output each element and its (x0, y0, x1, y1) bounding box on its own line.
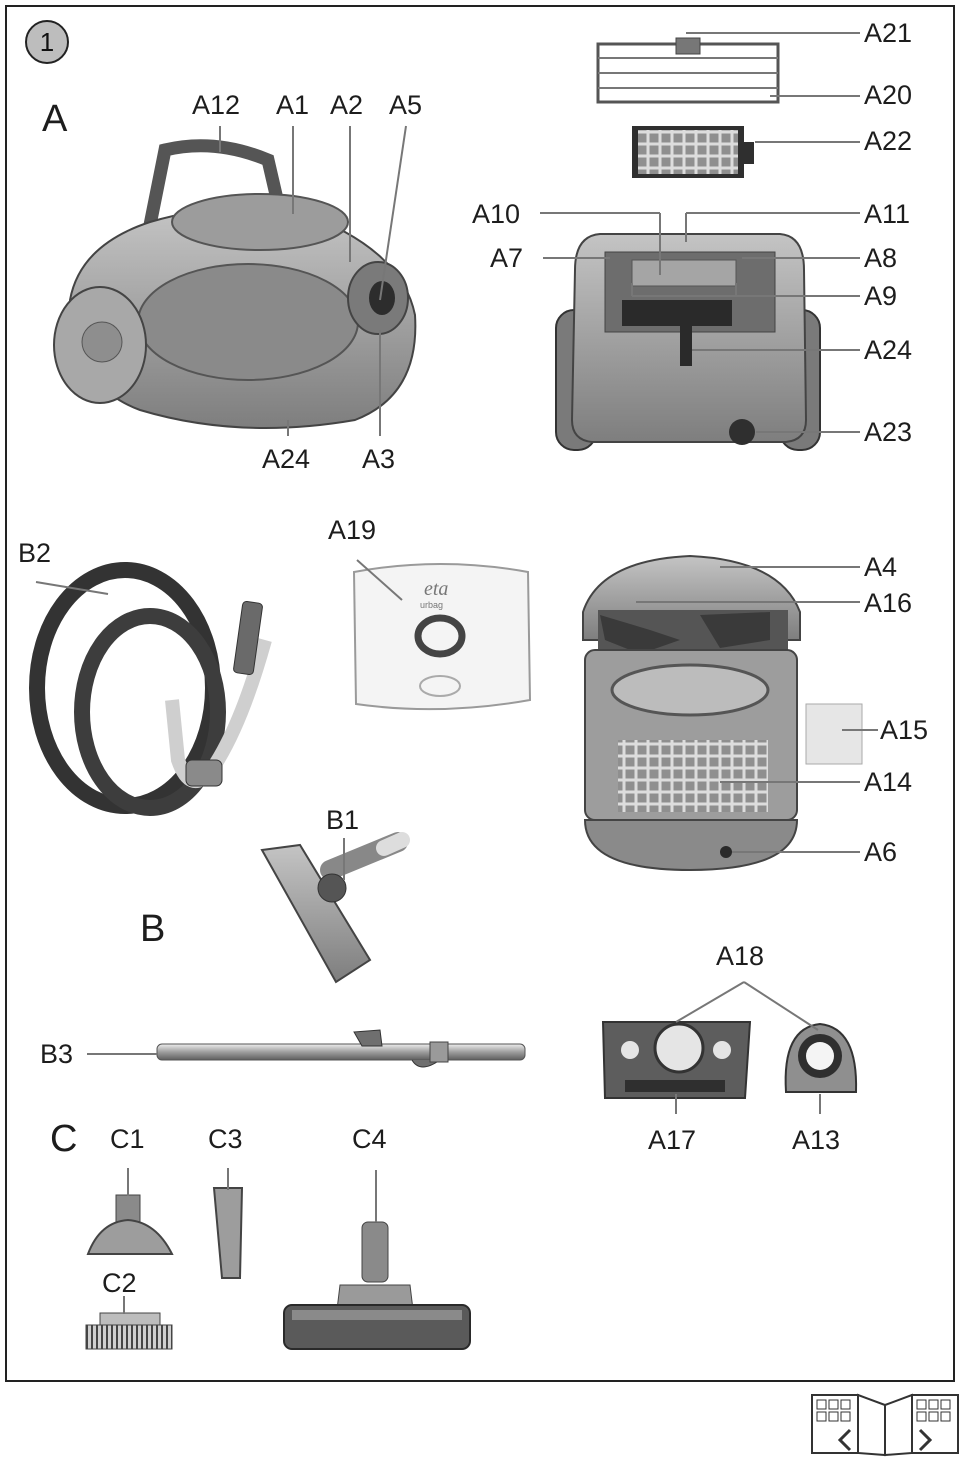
foldout-pages-icon (811, 1393, 959, 1457)
label-a21: A21 (864, 18, 913, 48)
section-b-label: B (140, 908, 166, 950)
label-c4: C4 (352, 1124, 387, 1154)
label-a8: A8 (864, 243, 898, 273)
label-a2: A2 (330, 90, 364, 120)
bag-subbrand: urbag (420, 600, 443, 610)
label-b3: B3 (40, 1039, 74, 1069)
bag-holder-plate (784, 1022, 858, 1093)
label-a4: A4 (864, 552, 898, 582)
label-a9: A9 (864, 281, 898, 311)
label-a16: A16 (864, 588, 913, 618)
bag-brand: eta (424, 578, 448, 600)
floor-nozzle (260, 832, 410, 984)
bag-holder (601, 1021, 752, 1099)
motor-filter-pad (805, 703, 863, 765)
label-a12: A12 (192, 90, 241, 120)
vacuum-cleaner-body (53, 139, 417, 429)
crevice-nozzle (212, 1187, 244, 1279)
label-a13: A13 (792, 1125, 841, 1155)
label-b2: B2 (18, 538, 52, 568)
rear-slot (680, 320, 692, 366)
label-a15: A15 (880, 715, 929, 745)
dust-bag: eta urbag (352, 563, 532, 711)
lid (171, 193, 349, 251)
carry-handle (143, 139, 287, 227)
label-a6: A6 (864, 837, 898, 867)
turbo-brush (283, 1221, 471, 1350)
label-c3: C3 (208, 1124, 243, 1154)
label-a14: A14 (864, 767, 913, 797)
label-a19: A19 (328, 515, 377, 545)
label-b1: B1 (326, 805, 360, 835)
cord-rewind-knob (729, 419, 755, 445)
label-a17: A17 (648, 1125, 697, 1155)
label-a24-left: A24 (262, 444, 311, 474)
label-a10: A10 (472, 199, 521, 229)
label-a24-right: A24 (864, 335, 913, 365)
hose-inlet (369, 281, 395, 315)
leader-lines (35, 32, 878, 1314)
vacuum-open-view (582, 554, 801, 872)
section-c-label: C (50, 1118, 78, 1160)
figure-number-badge: 1 (25, 20, 69, 64)
figure-number: 1 (39, 26, 55, 57)
label-a23: A23 (864, 417, 913, 447)
label-a22: A22 (864, 126, 913, 156)
label-a18: A18 (716, 941, 765, 971)
exhaust-grille (596, 37, 780, 104)
label-c1: C1 (110, 1124, 145, 1154)
label-a3: A3 (362, 444, 396, 474)
hose (29, 562, 272, 816)
vacuum-rear-view (555, 233, 821, 451)
section-a-label: A (42, 98, 68, 140)
label-a1: A1 (276, 90, 310, 120)
dusting-brush (85, 1312, 173, 1350)
label-a5: A5 (389, 90, 423, 120)
upholstery-nozzle (86, 1194, 174, 1255)
hepa-filter (632, 126, 754, 178)
label-a7: A7 (490, 243, 524, 273)
label-c2: C2 (102, 1268, 137, 1298)
telescopic-tube (156, 1029, 526, 1068)
label-a11: A11 (864, 199, 911, 229)
label-a20: A20 (864, 80, 913, 110)
